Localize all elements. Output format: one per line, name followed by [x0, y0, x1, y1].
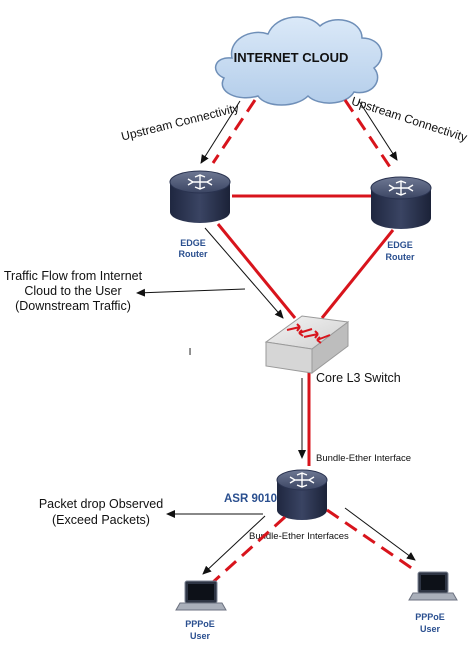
- laptop-right-icon: [408, 571, 458, 601]
- user-right-line1: PPPoE: [415, 612, 445, 622]
- upstream-arrow-right: [358, 100, 398, 161]
- core-switch-icon: [264, 315, 350, 374]
- internet-cloud-icon: [214, 16, 383, 106]
- edge-router-left-label-line1: EDGE: [180, 238, 206, 248]
- link-edge-left-switch: [216, 223, 297, 319]
- upstream-link-left: [211, 99, 257, 164]
- traffic-note-line2: Cloud to the User: [24, 284, 121, 298]
- cloud-label: INTERNET CLOUD: [234, 50, 349, 65]
- traffic-note-line1: Traffic Flow from Internet: [4, 269, 143, 283]
- user-arrow-right: [344, 507, 416, 561]
- link-edge-right-switch: [320, 229, 395, 319]
- user-left-line1: PPPoE: [185, 619, 215, 629]
- edge-router-right-label-line1: EDGE: [387, 240, 413, 250]
- edge-router-left-icon: [169, 170, 231, 223]
- drop-note-line1: Packet drop Observed: [39, 497, 163, 511]
- upstream-arrow-left: [200, 100, 241, 164]
- link-asr-user-left: [210, 515, 287, 585]
- bundle-ether-single-label: Bundle-Ether Interface: [316, 453, 411, 464]
- traffic-flow-arrow: [204, 227, 284, 319]
- user-arrow-left: [202, 515, 266, 575]
- edge-router-right-icon: [370, 176, 432, 229]
- asr-router-icon: [276, 469, 328, 520]
- link-asr-user-right: [326, 508, 414, 571]
- upstream-label-left: Upstream Connectivity: [120, 101, 241, 144]
- drop-note-line2: (Exceed Packets): [52, 513, 150, 527]
- core-switch-label: Core L3 Switch: [316, 371, 401, 385]
- user-right-line2: User: [420, 624, 441, 634]
- upstream-link-right: [343, 99, 394, 171]
- edge-router-left-label-line2: Router: [179, 249, 208, 259]
- laptop-left-icon: [175, 580, 227, 611]
- user-left-line2: User: [190, 631, 211, 641]
- asr-label: ASR 9010: [224, 493, 277, 505]
- edge-router-right-label-line2: Router: [386, 252, 415, 262]
- upstream-label-right: Upstream Connectivity: [350, 94, 469, 145]
- bundle-ether-multi-label: Bundle-Ether Interfaces: [249, 531, 349, 542]
- traffic-note-pointer: [136, 288, 246, 297]
- stray-mark: I: [189, 347, 192, 358]
- traffic-note-line3: (Downstream Traffic): [15, 299, 131, 313]
